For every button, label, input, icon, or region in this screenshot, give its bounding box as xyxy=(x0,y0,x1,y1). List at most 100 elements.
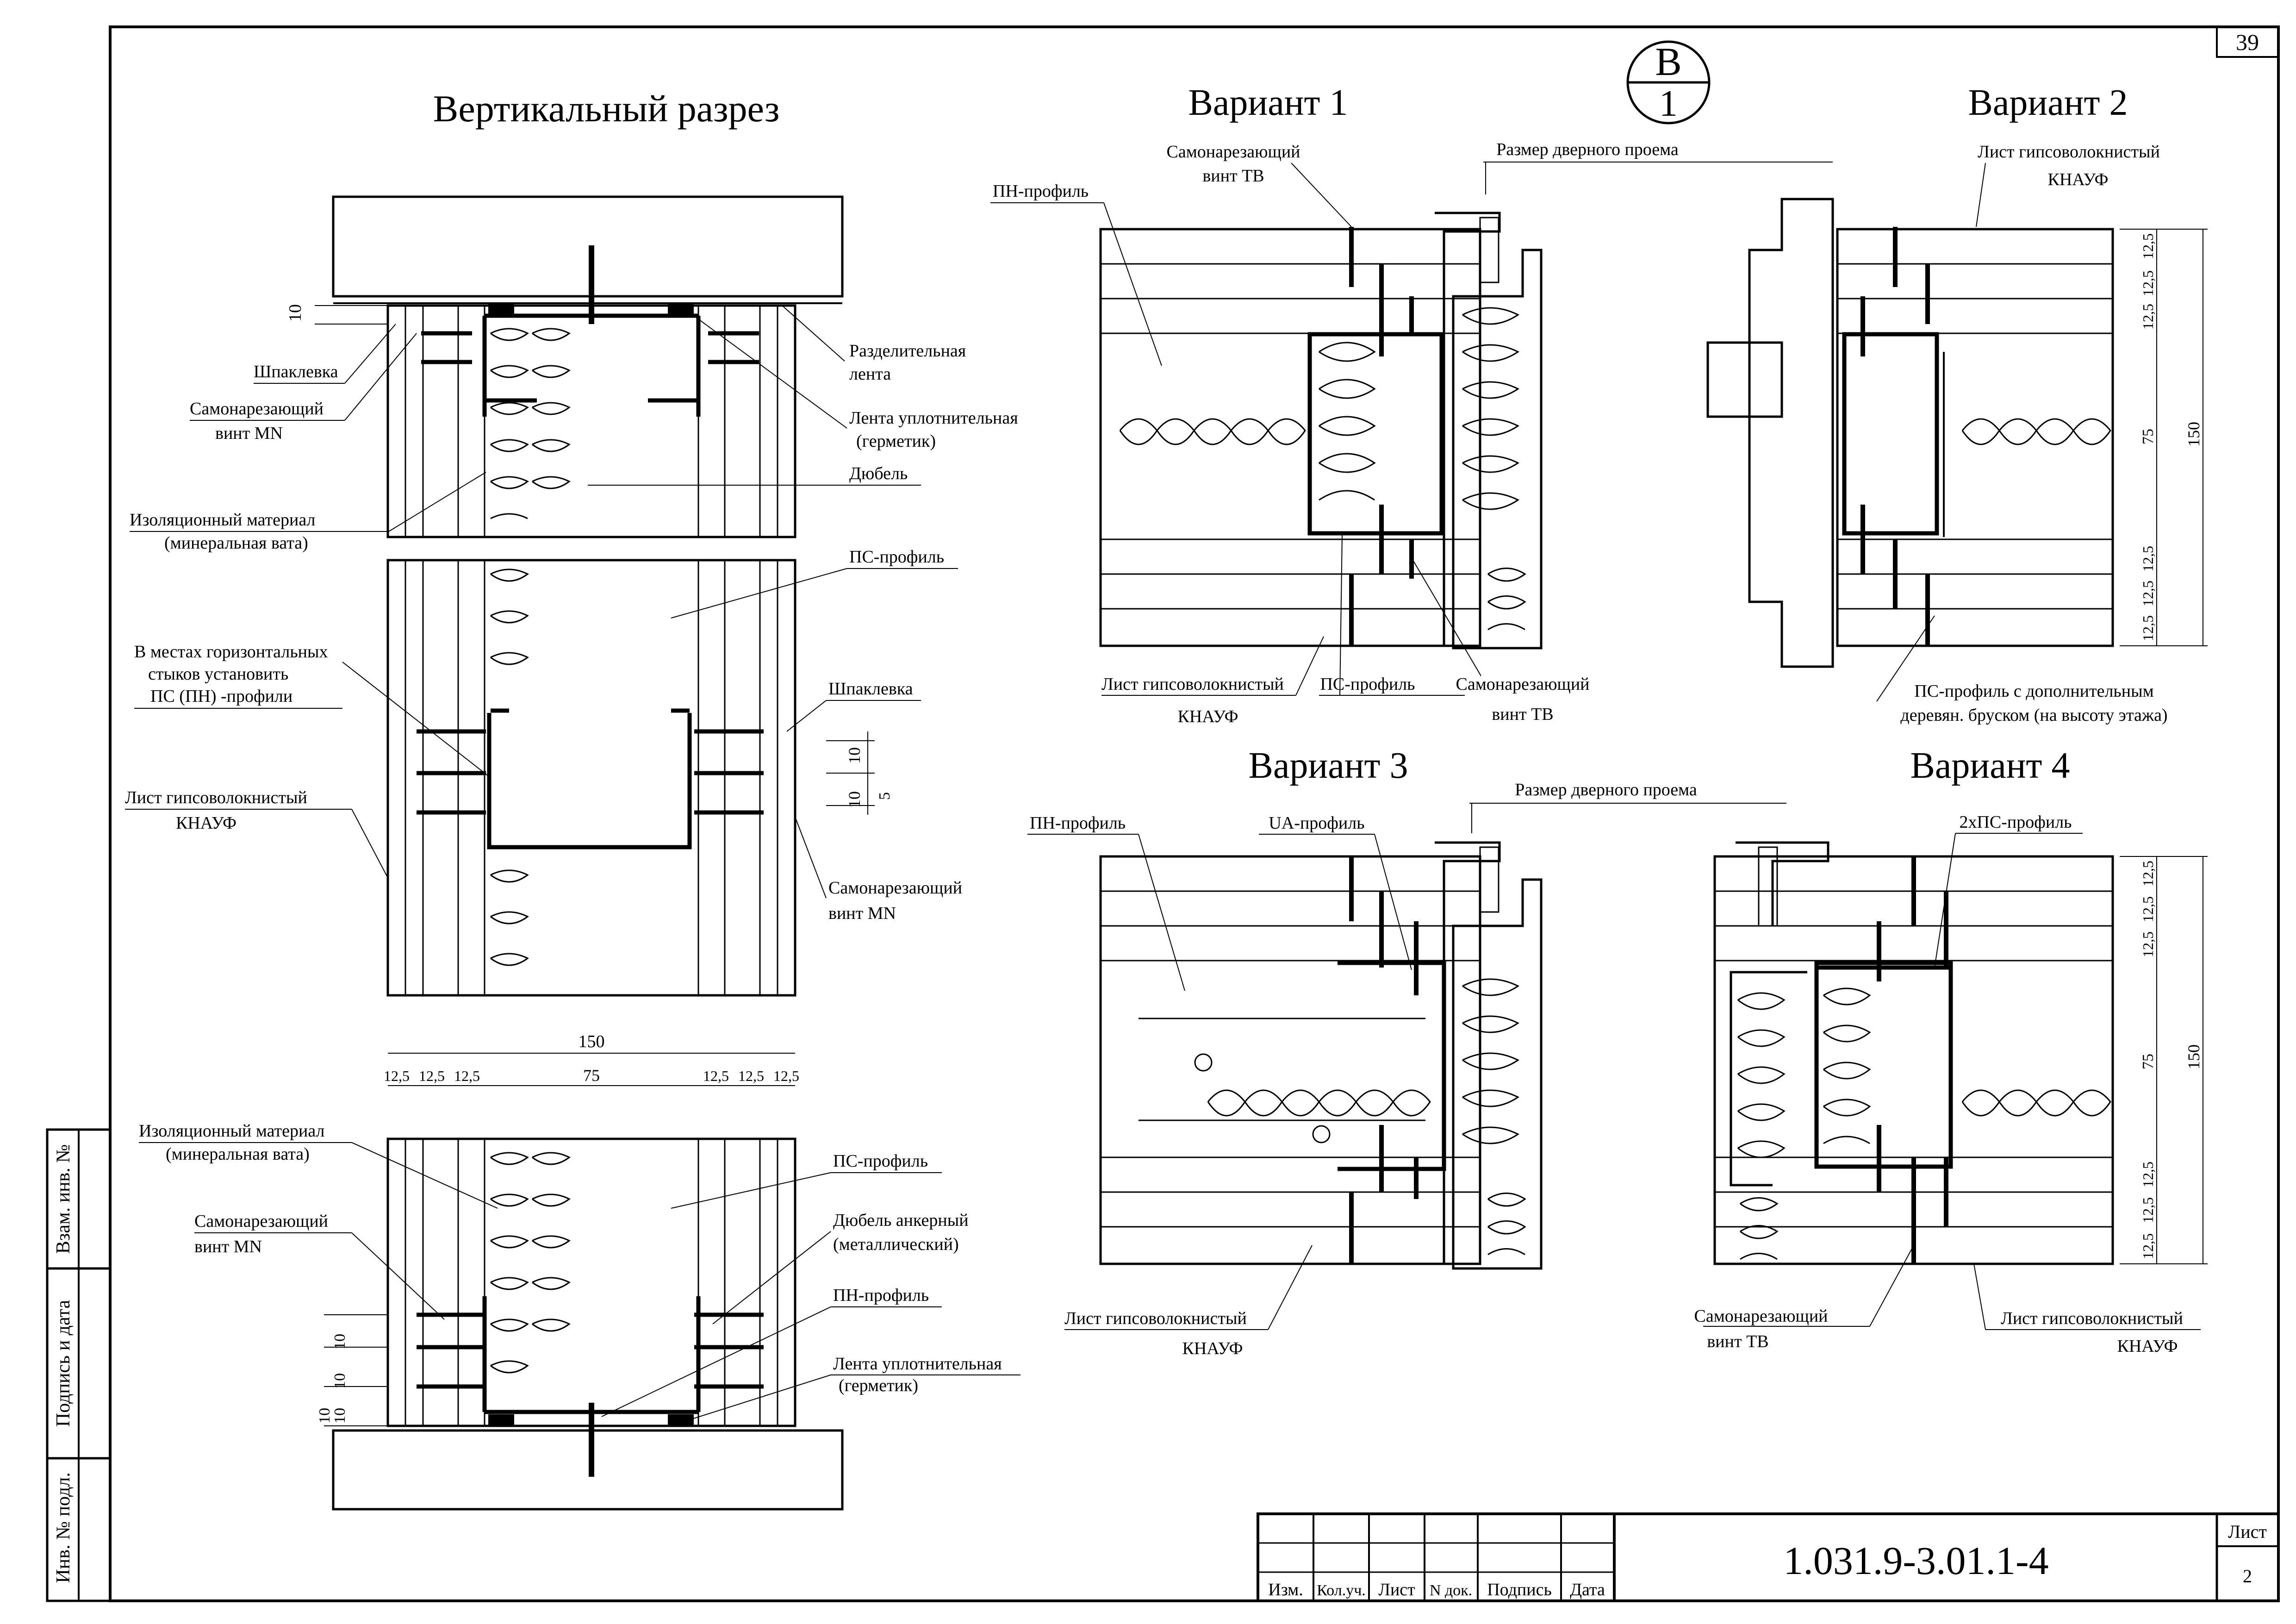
label-putty-mid: Шпаклевка xyxy=(828,679,913,699)
tb-col-signature: Подпись xyxy=(1487,1580,1552,1599)
dim-10-mid-b: 10 xyxy=(845,791,864,808)
label-screw-bot-1: Самонарезающий xyxy=(194,1212,328,1231)
label-separator-1: Разделительная xyxy=(849,341,966,361)
label-putty-top: Шпаклевка xyxy=(254,362,338,381)
v4-dim-12-5-d: 12,5 xyxy=(2140,1162,2156,1187)
label-joint-2: стыков установить xyxy=(148,664,288,684)
sheet-number: 2 xyxy=(2243,1566,2252,1587)
label-ps-profile-bot: ПС-профиль xyxy=(833,1151,928,1171)
v4-dim-12-5-e: 12,5 xyxy=(2140,1197,2156,1223)
v3-door-size: Размер дверного проема xyxy=(1515,780,1697,800)
v1-screw-b2: винт ТВ xyxy=(1492,705,1553,724)
v1-screw-1: Самонарезающий xyxy=(1167,142,1300,162)
v2-dim-12-5-e: 12,5 xyxy=(2140,581,2156,606)
v2-ps-2: деревян. бруском (на высоту этажа) xyxy=(1900,706,2167,725)
label-anchor-1: Дюбель анкерный xyxy=(833,1211,969,1230)
sheet-label: Лист xyxy=(2228,1521,2267,1542)
dim-75-vs: 75 xyxy=(583,1066,600,1085)
variant-2: Вариант 2 Лист гипсоволокнистый КНАУФ 12… xyxy=(1706,82,2208,725)
label-insulation-bot-2: (минеральная вата) xyxy=(166,1144,310,1164)
v4-sheet-1: Лист гипсоволокнистый xyxy=(2001,1309,2183,1328)
v4-2ps-profile: 2хПС-профиль xyxy=(1959,812,2072,832)
label-screw-bot-2: винт MN xyxy=(194,1237,262,1256)
v2-dim-12-5-d: 12,5 xyxy=(2140,546,2156,572)
tb-col-date: Дата xyxy=(1570,1580,1605,1599)
label-seal-tape-top-2: (герметик) xyxy=(856,431,936,451)
v3-sheet-1: Лист гипсоволокнистый xyxy=(1064,1309,1247,1328)
v2-dim-150: 150 xyxy=(2184,422,2203,447)
dim-10-bot-d: 10 xyxy=(316,1408,333,1424)
dim-10-mid-a: 10 xyxy=(845,747,864,764)
sheet-frame: 39 xyxy=(109,25,2280,1602)
variant-1: Вариант 1 Самонарезающий винт ТВ Размер … xyxy=(990,82,1833,726)
label-dowel: Дюбель xyxy=(849,464,908,483)
v4-screw-1: Самонарезающий xyxy=(1694,1306,1828,1326)
tb-col-doc: N док. xyxy=(1430,1582,1472,1599)
section-mark: В 1 xyxy=(1626,39,1711,125)
v4-dim-75: 75 xyxy=(2140,1054,2157,1069)
tb-col-qty: Кол.уч. xyxy=(1317,1582,1366,1599)
v1-screw-b1: Самонарезающий xyxy=(1456,675,1590,694)
v2-sheet-1: Лист гипсоволокнистый xyxy=(1978,142,2160,162)
v2-dim-12-5-f: 12,5 xyxy=(2140,615,2156,641)
dim-12-5-a: 12,5 xyxy=(384,1068,410,1084)
v1-pn-profile: ПН-профиль xyxy=(993,181,1089,201)
page-number: 39 xyxy=(2236,29,2259,55)
dim-10-top: 10 xyxy=(286,304,305,322)
v4-sheet-2: КНАУФ xyxy=(2117,1337,2178,1356)
v4-screw-2: винт ТВ xyxy=(1707,1332,1768,1351)
v2-dim-12-5-a: 12,5 xyxy=(2140,233,2156,259)
v1-screw-2: винт ТВ xyxy=(1202,166,1264,186)
label-screw-mid-2: винт MN xyxy=(828,904,896,923)
dim-150-vs: 150 xyxy=(579,1032,605,1051)
v1-ps-profile: ПС-профиль xyxy=(1320,675,1415,694)
label-seal-tape-top-1: Лента уплотнительная xyxy=(849,408,1018,428)
label-seal-tape-bot-1: Лента уплотнительная xyxy=(833,1354,1002,1374)
label-anchor-2: (металлический) xyxy=(833,1235,959,1254)
variant-3-title: Вариант 3 xyxy=(1249,745,1408,786)
label-ps-profile-mid: ПС-профиль xyxy=(849,547,944,567)
dim-5-mid: 5 xyxy=(876,792,893,800)
bottom-piece-labels: Изоляционный материал (минеральная вата)… xyxy=(139,1121,1020,1426)
v4-dim-12-5-b: 12,5 xyxy=(2140,896,2156,922)
label-joint-3: ПС (ПН) -профили xyxy=(150,687,292,706)
label-insulation-top-2: (минеральная вата) xyxy=(164,533,308,553)
designation: 1.031.9-3.01.1-4 xyxy=(1783,1538,2048,1583)
v2-dim-12-5-c: 12,5 xyxy=(2140,304,2156,330)
label-separator-2: лента xyxy=(849,364,891,384)
dim-12-5-e: 12,5 xyxy=(738,1068,764,1084)
v2-sheet-2: КНАУФ xyxy=(2048,170,2109,189)
dim-10-bot-c: 10 xyxy=(331,1408,348,1424)
variant-2-title: Вариант 2 xyxy=(1968,82,2128,123)
v2-dim-75: 75 xyxy=(2140,429,2157,444)
stamp-sign-date: Подпись и дата xyxy=(53,1300,74,1427)
top-piece-labels: 10 Шпаклевка Самонарезающий винт MN Разд… xyxy=(130,304,1018,553)
tb-col-change: Изм. xyxy=(1268,1580,1303,1599)
wall-top-piece xyxy=(386,245,796,538)
label-sheet-mid-2: КНАУФ xyxy=(176,813,236,833)
dim-12-5-b: 12,5 xyxy=(419,1068,445,1084)
variant-1-title: Вариант 1 xyxy=(1188,82,1348,123)
v3-ua-profile: UA-профиль xyxy=(1269,813,1364,833)
wall-middle-piece xyxy=(386,559,796,997)
label-screw-mid-1: Самонарезающий xyxy=(828,878,962,898)
label-insulation-bot-1: Изоляционный материал xyxy=(139,1121,325,1141)
dim-12-5-d: 12,5 xyxy=(703,1068,729,1084)
stamp-inv-original: Инв. № подл. xyxy=(53,1472,74,1583)
v1-sheet-2: КНАУФ xyxy=(1178,707,1238,726)
title-block: Изм. Кол.уч. Лист N док. Подпись Дата 1.… xyxy=(1257,1512,2280,1602)
label-seal-tape-bot-2: (герметик) xyxy=(839,1376,918,1395)
variant-4: Вариант 4 2хПС-профиль 12,5 12,5 12,5 75 xyxy=(1694,745,2208,1356)
top-slab xyxy=(332,195,844,304)
v4-dim-12-5-c: 12,5 xyxy=(2140,931,2156,957)
v4-dim-12-5-f: 12,5 xyxy=(2140,1233,2156,1259)
label-screw-top-2: винт MN xyxy=(215,424,283,443)
v1-sheet-1: Лист гипсоволокнистый xyxy=(1101,675,1284,694)
label-insulation-top-1: Изоляционный материал xyxy=(130,510,316,530)
dim-12-5-c: 12,5 xyxy=(454,1068,480,1084)
stamp-replace-inv: Взам. инв. № xyxy=(53,1144,74,1254)
middle-piece-labels: ПС-профиль В местах горизонтальных стыко… xyxy=(125,547,962,923)
variant-3: Вариант 3 Размер дверного проема ПН-проф… xyxy=(1027,745,1786,1358)
v3-sheet-2: КНАУФ xyxy=(1182,1339,1243,1358)
